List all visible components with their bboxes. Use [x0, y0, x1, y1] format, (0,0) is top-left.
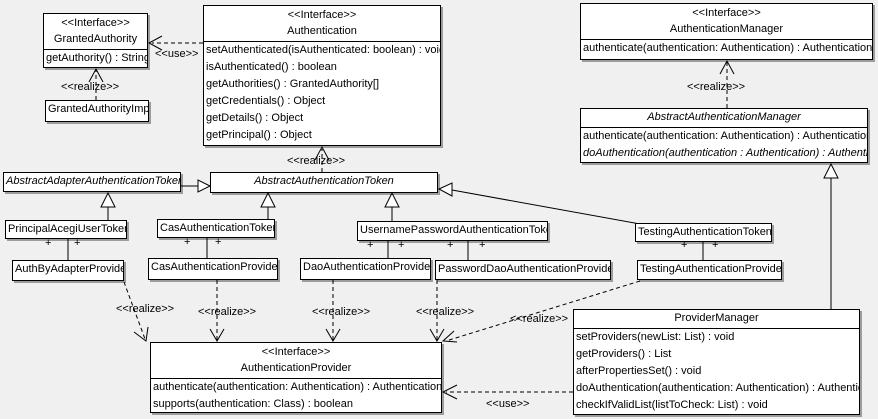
- plus-mark: +: [681, 239, 688, 251]
- generalization-arrow: [384, 191, 400, 221]
- class-name: TestingAuthenticationProvider: [640, 263, 781, 275]
- class-name: AuthenticationProvider: [240, 362, 352, 374]
- method-row: authenticate(authentication: Authenticat…: [153, 381, 441, 393]
- method-row: getPrincipal() : Object: [206, 129, 312, 141]
- class-auth-by-adapter-provider: AuthByAdapterProvider: [12, 260, 124, 281]
- method-row: getAuthorities() : GrantedAuthority[]: [206, 78, 380, 90]
- use-label: <<use>>: [155, 48, 199, 60]
- use-arrow: [147, 35, 203, 51]
- association-line: [67, 238, 704, 260]
- realize-label: <<realize>>: [687, 81, 746, 93]
- plus-mark: +: [184, 236, 191, 248]
- generalization-arrow: [100, 191, 116, 220]
- class-granted-authority: <<Interface>> GrantedAuthority getAuthor…: [43, 13, 148, 68]
- class-name: Authentication: [287, 25, 357, 37]
- class-name: CasAuthenticationProvider: [151, 261, 277, 273]
- plus-mark: +: [45, 237, 52, 249]
- class-testing-authentication-provider: TestingAuthenticationProvider: [637, 260, 782, 280]
- class-name: CasAuthenticationToken: [160, 222, 274, 234]
- class-abstract-authentication-token: AbstractAuthenticationToken: [210, 172, 438, 193]
- plus-mark: +: [479, 239, 486, 251]
- class-testing-authentication-token: TestingAuthenticationToken: [635, 223, 772, 242]
- generalization-arrow: [181, 179, 212, 193]
- class-name: ProviderManager: [674, 312, 759, 324]
- generalization-arrow: [260, 191, 276, 219]
- method-row: supports(authentication: Class) : boolea…: [153, 398, 353, 410]
- stereotype-label: <<Interface>>: [261, 346, 331, 358]
- class-password-dao-authentication-provider: PasswordDaoAuthenticationProvider: [435, 260, 611, 280]
- class-name: AuthByAdapterProvider: [15, 263, 123, 275]
- realize-label: <<realize>>: [416, 306, 475, 318]
- class-name: AuthenticationManager: [669, 23, 784, 35]
- method-row: getProviders() : List: [576, 348, 672, 360]
- plus-mark: +: [215, 236, 222, 248]
- class-name: AbstractAuthenticationManager: [647, 111, 801, 123]
- class-name: DaoAuthenticationProvider: [303, 261, 430, 273]
- generalization-arrow: [437, 182, 641, 225]
- class-name: AbstractAdapterAuthenticationToken: [6, 175, 180, 187]
- class-name: GrantedAuthorityImpl: [48, 103, 148, 115]
- method-row: doAuthentication(authentication : Authen…: [583, 147, 867, 159]
- realize-arrow: [441, 280, 641, 343]
- plus-mark: +: [74, 237, 81, 249]
- plus-mark: +: [367, 239, 374, 251]
- realize-label: <<realize>>: [287, 155, 346, 167]
- class-username-password-authentication-token: UsernamePasswordAuthenticationToken: [357, 221, 548, 241]
- plus-mark: +: [398, 239, 405, 251]
- realize-label: <<realize>>: [510, 313, 569, 325]
- class-abstract-adapter-authentication-token: AbstractAdapterAuthenticationToken: [3, 172, 181, 192]
- class-dao-authentication-provider: DaoAuthenticationProvider: [300, 258, 431, 280]
- method-row: getAuthority() : String: [46, 52, 147, 64]
- method-row: getCredentials() : Object: [206, 95, 326, 107]
- use-label: <<use>>: [486, 398, 530, 410]
- realize-label: <<realize>>: [312, 306, 371, 318]
- method-row: setProviders(newList: List) : void: [576, 331, 735, 343]
- realize-arrow: [325, 280, 341, 342]
- class-authentication: <<Interface>> Authentication setAuthenti…: [203, 5, 441, 146]
- class-provider-manager: ProviderManager setProviders(newList: Li…: [573, 309, 860, 415]
- class-authentication-provider: <<Interface>> AuthenticationProvider aut…: [150, 342, 442, 413]
- realize-arrow: [429, 280, 445, 342]
- class-name: PrincipalAcegiUserToken: [8, 223, 126, 235]
- class-cas-authentication-provider: CasAuthenticationProvider: [148, 258, 278, 280]
- realize-arrow: [88, 67, 104, 100]
- stereotype-label: <<Interface>>: [287, 9, 357, 21]
- class-name: PasswordDaoAuthenticationProvider: [438, 263, 610, 275]
- plus-mark: +: [447, 239, 454, 251]
- method-row: afterPropertiesSet() : void: [576, 365, 702, 377]
- stereotype-label: <<Interface>>: [61, 17, 130, 29]
- class-cas-authentication-token: CasAuthenticationToken: [157, 219, 275, 238]
- class-authentication-manager: <<Interface>> AuthenticationManager auth…: [580, 3, 873, 60]
- realize-arrow: [209, 280, 225, 342]
- realize-arrow: [719, 59, 735, 108]
- method-row: getDetails() : Object: [206, 112, 304, 124]
- class-granted-authority-impl: GrantedAuthorityImpl: [45, 100, 149, 122]
- realize-label: <<realize>>: [198, 306, 257, 318]
- method-row: doAuthentication(authentication: Authent…: [576, 382, 859, 394]
- class-name: GrantedAuthority: [53, 33, 138, 45]
- method-row: authenticate(authentication: Authenticat…: [583, 130, 867, 142]
- stereotype-label: <<Interface>>: [692, 7, 761, 19]
- realize-arrow: [314, 145, 330, 172]
- method-row: isAuthenticated() : boolean: [206, 61, 337, 73]
- class-principal-acegi-user-token: PrincipalAcegiUserToken: [5, 220, 127, 239]
- realize-label: <<realize>>: [116, 303, 175, 315]
- method-row: authenticate(authentication: Authenticat…: [583, 42, 872, 54]
- class-name: TestingAuthenticationToken: [638, 226, 771, 238]
- use-arrow: [441, 384, 573, 400]
- class-abstract-authentication-manager: AbstractAuthenticationManager authentica…: [580, 108, 868, 163]
- plus-mark: +: [712, 239, 719, 251]
- method-row: checkIfValidList(listToCheck: List) : vo…: [576, 399, 768, 411]
- method-row: setAuthenticated(isAuthenticated: boolea…: [206, 44, 440, 56]
- class-name: UsernamePasswordAuthenticationToken: [360, 224, 547, 236]
- generalization-arrow: [823, 162, 839, 309]
- realize-arrow: [123, 281, 149, 342]
- realize-label: <<realize>>: [61, 81, 120, 93]
- class-name: AbstractAuthenticationToken: [254, 175, 394, 187]
